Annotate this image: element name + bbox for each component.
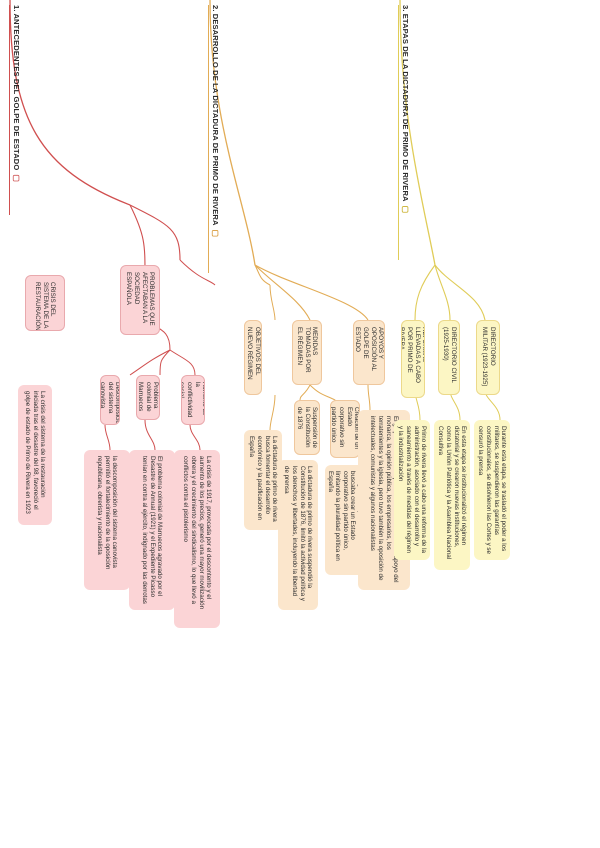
note-icon: ▢	[12, 174, 21, 183]
subtopic-objetivos[interactable]: OBJETIVOS DEL NUEVO RÉGIMEN	[244, 320, 262, 395]
item-label: Creación de un Estado corporativo sin pa…	[330, 407, 360, 449]
item-marruecos[interactable]: Problema colonial de Marruecos	[136, 375, 160, 420]
subtopic-directorio-militar[interactable]: DIRECTORIO MILITAR (1923-1925)	[476, 320, 500, 395]
subtopic-label: DIRECTORIO MILITAR (1923-1925)	[481, 327, 496, 387]
detail-text: Durante esta etapa, se trasladó el poder…	[477, 426, 508, 554]
detail-directorio-civil: En esta etapa se institucionalizó el rég…	[434, 420, 470, 570]
item-label: Aumento de la conflictividad social	[181, 382, 205, 418]
detail-marruecos: El problema colonial de Marruecos agrava…	[129, 450, 175, 610]
detail-text: El problema colonial de Marruecos agrava…	[141, 456, 164, 604]
subtopic-label: APOYOS Y OPOSICIÓN AL GOLPE DE ESTADO	[354, 327, 385, 371]
item-label: Suspensión de la Constitución de 1876	[296, 407, 319, 448]
detail-crisis-restauracion: La crisis del sistema de la restauración…	[18, 385, 52, 525]
note-icon: ▢	[211, 229, 220, 238]
detail-conflictividad: La crisis de 1917, provocada por el desc…	[174, 450, 220, 628]
subtopic-label: REFORMAS LLEVADAS A CABO POR PRIMO DE RI…	[401, 327, 425, 383]
detail-reformas: Primo de rivera llevó a cabo una reforma…	[394, 420, 430, 560]
subtopic-label: OBJETIVOS DEL NUEVO RÉGIMEN	[246, 327, 261, 380]
branch-1-title[interactable]: 1. ANTECEDENTES DEL GOLPE DE ESTADO ▢	[9, 5, 23, 215]
detail-text: la descomposición del sistema canovista …	[96, 456, 119, 570]
subtopic-label: MEDIDAS TOMADAS POR EL RÉGIMEN	[296, 327, 319, 373]
subtopic-label: DIRECTORIO CIVIL (1925-1930)	[442, 327, 457, 383]
branch-2-title-text: 2. DESARROLLO DE LA DICTADURA DE PRIMO D…	[211, 5, 220, 226]
branch-1-title-text: 1. ANTECEDENTES DEL GOLPE DE ESTADO	[12, 5, 21, 171]
subtopic-problemas-sociedad[interactable]: PROBLEMAS QUE AFECTABAN A LA SOCIEDAD ES…	[120, 265, 160, 335]
detail-descomposicion: la descomposición del sistema canovista …	[84, 450, 130, 590]
branch-3-title[interactable]: 3. ETAPAS DE LA DICTADURA DE PRIMO DE RI…	[398, 5, 412, 260]
item-descomposicion[interactable]: Descomposición del sistema canovista	[100, 375, 120, 425]
item-suspension-constitucion[interactable]: Suspensión de la Constitución de 1876	[294, 400, 320, 455]
subtopic-label: CRISIS DEL SISTEMA DE LA RESTAURACIÓN	[34, 282, 57, 331]
item-conflictividad[interactable]: Aumento de la conflictividad social	[181, 375, 205, 425]
note-icon: ▢	[401, 205, 410, 214]
subtopic-label: PROBLEMAS QUE AFECTABAN A LA SOCIEDAD ES…	[125, 272, 156, 326]
detail-text: La crisis del sistema de la restauración…	[24, 391, 47, 514]
detail-objetivos: La dictadura de primo de rivera busca fo…	[244, 430, 282, 530]
item-label: Problema colonial de Marruecos	[137, 382, 160, 412]
subtopic-directorio-civil[interactable]: DIRECTORIO CIVIL (1925-1930)	[438, 320, 460, 395]
detail-directorio-militar: Durante esta etapa, se trasladó el poder…	[474, 420, 510, 560]
item-estado-corporativo[interactable]: Creación de un Estado corporativo sin pa…	[330, 400, 360, 458]
detail-suspension-constitucion: La dictadura de primo de rivera suspendi…	[278, 460, 318, 610]
detail-text: En esta etapa se institucionalizó el rég…	[437, 426, 468, 560]
detail-text: La dictadura de primo de rivera suspendi…	[283, 466, 314, 601]
branch-2-title[interactable]: 2. DESARROLLO DE LA DICTADURA DE PRIMO D…	[208, 5, 222, 273]
subtopic-crisis-restauracion[interactable]: CRISIS DEL SISTEMA DE LA RESTAURACIÓN	[25, 275, 65, 331]
subtopic-apoyos-oposicion[interactable]: APOYOS Y OPOSICIÓN AL GOLPE DE ESTADO	[353, 320, 385, 385]
subtopic-medidas[interactable]: MEDIDAS TOMADAS POR EL RÉGIMEN	[292, 320, 322, 385]
detail-text: La dictadura de primo de rivera busca fo…	[248, 436, 279, 522]
item-label: Descomposición del sistema canovista	[100, 382, 120, 425]
branch-3-title-text: 3. ETAPAS DE LA DICTADURA DE PRIMO DE RI…	[401, 5, 410, 202]
detail-text: La crisis de 1917, provocada por el desc…	[182, 456, 213, 610]
subtopic-reformas[interactable]: REFORMAS LLEVADAS A CABO POR PRIMO DE RI…	[401, 320, 425, 398]
detail-text: Primo de rivera llevó a cabo una reforma…	[397, 426, 428, 553]
